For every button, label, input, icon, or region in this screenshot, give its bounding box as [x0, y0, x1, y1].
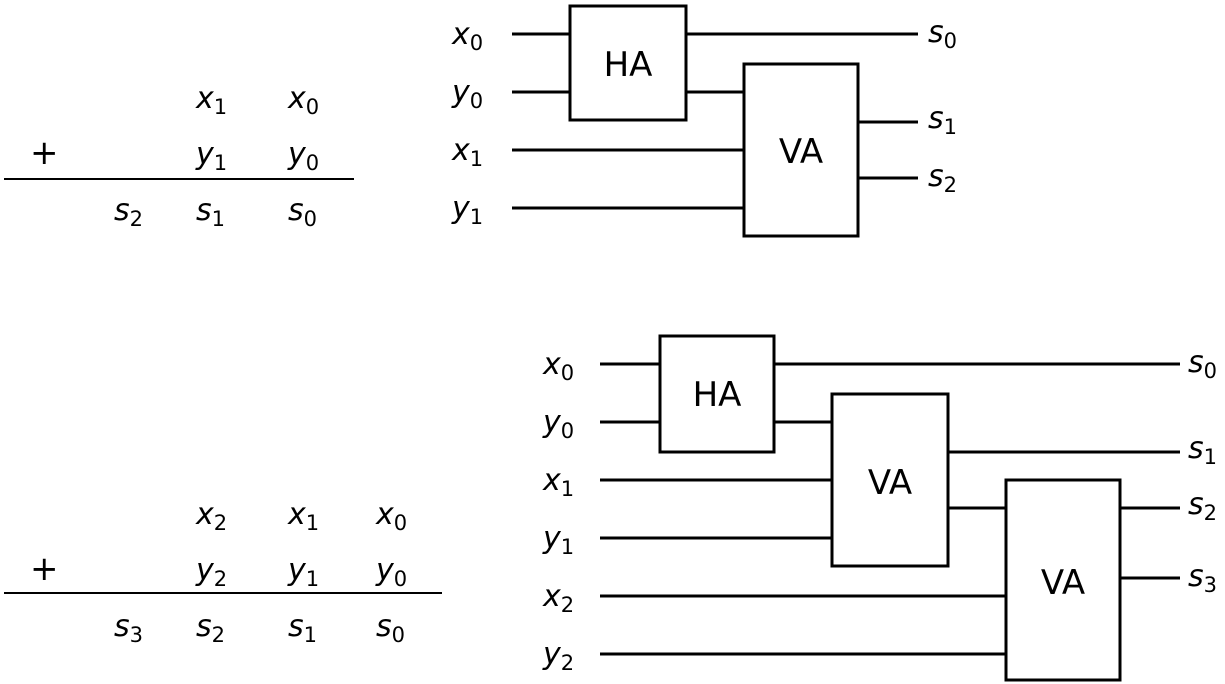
- circuit-2-output-labels: s0 s1 s2 s3: [1188, 345, 1217, 597]
- input-label-x0: x0: [542, 347, 574, 385]
- input-label-x0: x0: [451, 17, 483, 55]
- input-label-y0: y0: [542, 405, 574, 443]
- full-adder-label-2: VA: [1041, 563, 1085, 603]
- result-s3: s3: [114, 609, 144, 647]
- full-adder-block: [742, 62, 860, 238]
- half-adder-block: [658, 334, 776, 454]
- input-label-x1: x1: [451, 133, 483, 171]
- operand-x1: x1: [196, 81, 228, 119]
- operand-y0: y0: [288, 137, 320, 175]
- adder-circuit-2: [600, 334, 1180, 682]
- operand-x0: x0: [288, 81, 320, 119]
- half-adder-label: HA: [693, 375, 742, 415]
- plus-sign: +: [30, 133, 59, 173]
- sum-rule: [4, 592, 442, 594]
- output-label-s1: s1: [928, 101, 957, 139]
- operand-x0: x0: [376, 497, 408, 535]
- full-adder-block-1: [830, 392, 950, 568]
- result-s2: s2: [114, 193, 144, 231]
- output-label-s1: s1: [1188, 431, 1217, 469]
- operand-y1: y1: [196, 137, 228, 175]
- half-adder-block: [568, 4, 688, 122]
- sum-rule: [4, 178, 354, 180]
- input-label-x1: x1: [542, 463, 574, 501]
- input-label-y1: y1: [451, 191, 483, 229]
- operand-x1: x1: [288, 497, 320, 535]
- output-label-s2: s2: [1188, 487, 1217, 525]
- plus-sign: +: [30, 549, 59, 589]
- result-s1: s1: [196, 193, 226, 231]
- result-s1: s1: [288, 609, 318, 647]
- output-label-s3: s3: [1188, 559, 1217, 597]
- circuit-2-input-labels: x0 y0 x1 y1 x2 y2: [542, 347, 574, 675]
- full-adder-block-2: [1004, 478, 1122, 682]
- circuit-1-output-labels: s0 s1 s2: [928, 15, 957, 197]
- input-label-y0: y0: [451, 75, 483, 113]
- result-s2: s2: [196, 609, 226, 647]
- output-label-s2: s2: [928, 159, 957, 197]
- operand-y0: y0: [376, 553, 408, 591]
- result-s0: s0: [288, 193, 318, 231]
- full-adder-label: VA: [779, 132, 823, 172]
- result-s0: s0: [376, 609, 406, 647]
- input-label-y2: y2: [542, 637, 574, 675]
- full-adder-label-1: VA: [868, 463, 912, 503]
- output-label-s0: s0: [1188, 345, 1217, 383]
- input-label-y1: y1: [542, 521, 574, 559]
- operand-x2: x2: [196, 497, 228, 535]
- operand-y2: y2: [196, 553, 228, 591]
- output-label-s0: s0: [928, 15, 957, 53]
- input-label-x2: x2: [542, 579, 574, 617]
- half-adder-label: HA: [604, 45, 653, 85]
- operand-y1: y1: [288, 553, 320, 591]
- circuit-1-input-labels: x0 y0 x1 y1: [451, 17, 483, 229]
